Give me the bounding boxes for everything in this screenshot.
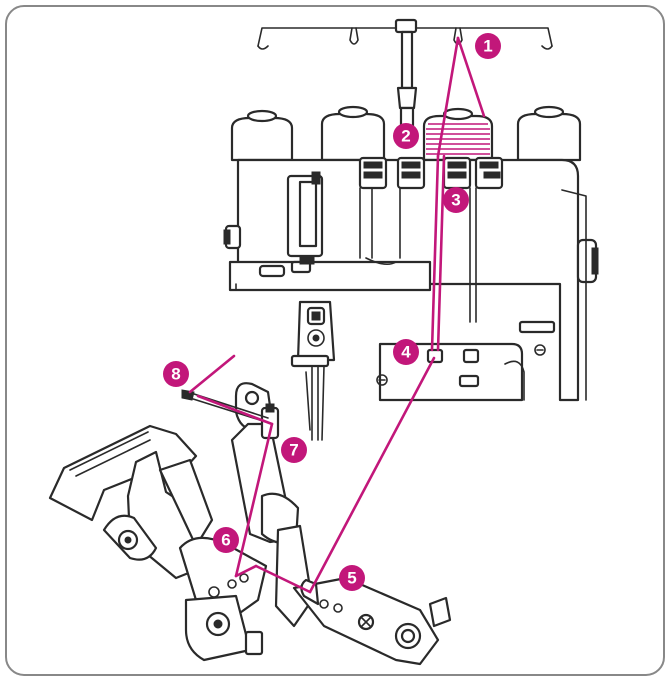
thread-path bbox=[188, 36, 486, 594]
thread-guide-box bbox=[286, 171, 324, 265]
step-number-5: 5 bbox=[347, 569, 356, 588]
step-number-4: 4 bbox=[401, 343, 411, 362]
left-looper-base bbox=[178, 536, 268, 662]
presser-foot bbox=[48, 424, 214, 580]
step-badge-3: 3 bbox=[443, 187, 469, 213]
step-number-2: 2 bbox=[401, 127, 410, 146]
step-badge-6: 6 bbox=[213, 527, 239, 553]
step-badge-2: 2 bbox=[393, 123, 419, 149]
needle-assembly bbox=[290, 300, 336, 441]
step-badge-5: 5 bbox=[339, 565, 365, 591]
thread-spools bbox=[230, 105, 582, 162]
step-number-1: 1 bbox=[483, 37, 492, 56]
step-number-3: 3 bbox=[451, 191, 460, 210]
thread-guides-4 bbox=[426, 348, 480, 388]
tension-dials bbox=[358, 156, 504, 323]
step-number-6: 6 bbox=[221, 531, 230, 550]
step-number-8: 8 bbox=[171, 365, 180, 384]
step-badge-4: 4 bbox=[393, 339, 419, 365]
step-badge-8: 8 bbox=[163, 361, 189, 387]
lower-looper-arm bbox=[274, 524, 452, 666]
step-badge-7: 7 bbox=[281, 437, 307, 463]
step-badge-1: 1 bbox=[475, 33, 501, 59]
step-number-7: 7 bbox=[289, 441, 298, 460]
upper-looper-arm bbox=[230, 382, 300, 545]
thread-stand bbox=[257, 18, 553, 128]
